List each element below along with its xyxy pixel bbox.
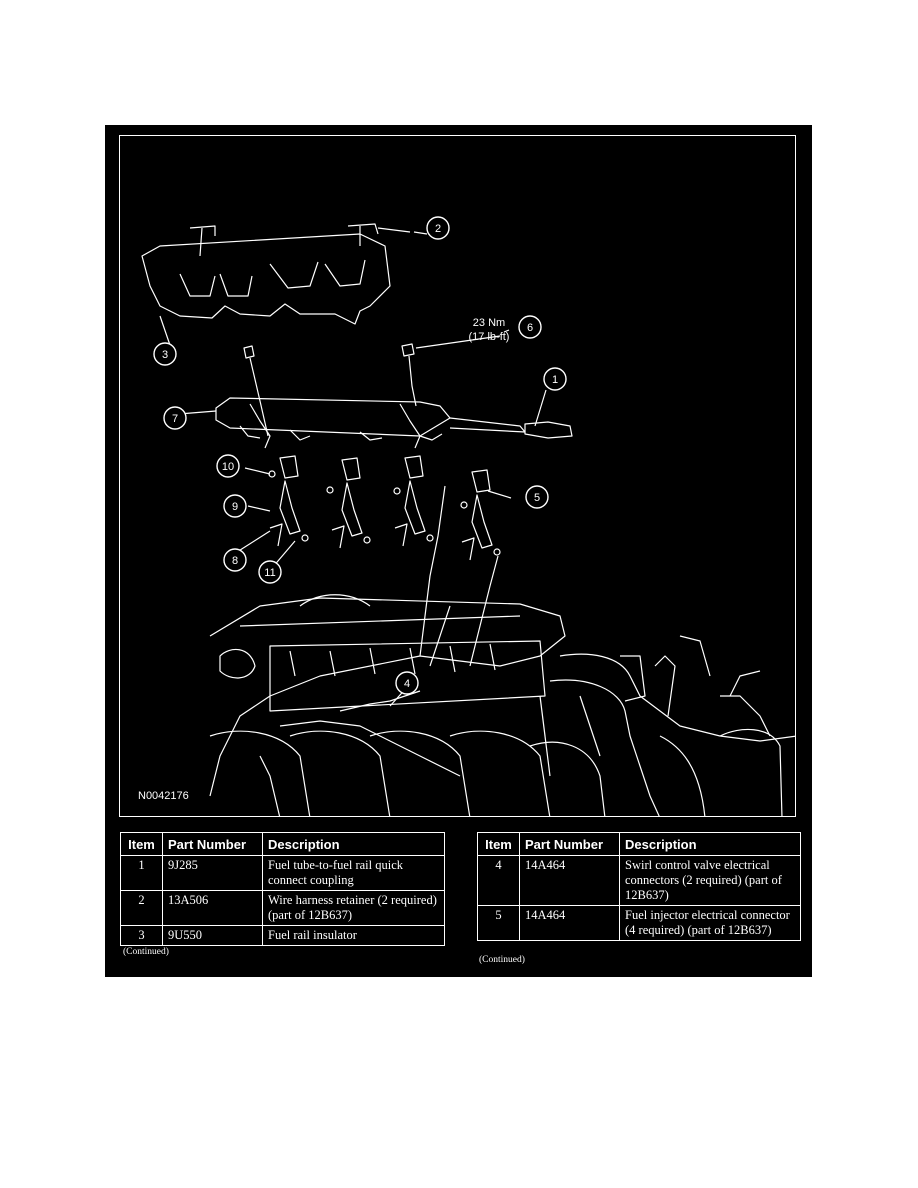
item-cell: 3: [120, 925, 163, 946]
item-cell: 4: [477, 855, 520, 906]
description-cell: Wire harness retainer (2 required) (part…: [262, 890, 445, 926]
callout-10: 10: [216, 454, 240, 478]
column-header-item: Item: [477, 832, 520, 856]
continued-note-right: (Continued): [479, 955, 525, 965]
column-header-part-number: Part Number: [162, 832, 263, 856]
svg-text:10: 10: [222, 461, 234, 473]
item-cell: 1: [120, 855, 163, 891]
part-number-cell: 9U550: [162, 925, 263, 946]
description-cell: Swirl control valve electrical connector…: [619, 855, 801, 906]
part-number-cell: 14A464: [519, 855, 620, 906]
item-cell: 2: [120, 890, 163, 926]
description-cell: Fuel injector electrical connector (4 re…: [619, 905, 801, 941]
description-cell: Fuel rail insulator: [262, 925, 445, 946]
table-header-row: Item Part Number Description: [120, 832, 445, 856]
exploded-view-illustration: 1 2 3 4 5 6 7 8 9 10 11 23 Nm (17 lb-ft)…: [119, 135, 796, 817]
torque-label-lbft: (17 lb-ft): [469, 331, 510, 343]
table-row: 5 14A464 Fuel injector electrical connec…: [477, 905, 801, 941]
table-row: 3 9U550 Fuel rail insulator: [120, 925, 445, 946]
callout-5: 5: [525, 485, 549, 509]
svg-text:7: 7: [172, 413, 178, 425]
callout-1: 1: [543, 367, 567, 391]
part-number-cell: 13A506: [162, 890, 263, 926]
svg-text:3: 3: [162, 349, 168, 361]
callout-3: 3: [153, 342, 177, 366]
figure-panel: 1 2 3 4 5 6 7 8 9 10 11 23 Nm (17 lb-ft)…: [105, 125, 812, 977]
item-cell: 5: [477, 905, 520, 941]
svg-text:11: 11: [264, 567, 275, 579]
callout-4: 4: [395, 671, 419, 695]
continued-note-left: (Continued): [123, 947, 169, 957]
table-header-row: Item Part Number Description: [477, 832, 801, 856]
callout-2: 2: [426, 216, 450, 240]
column-header-description: Description: [619, 832, 801, 856]
parts-table-left: Item Part Number Description 1 9J285 Fue…: [120, 832, 445, 946]
parts-table-right: Item Part Number Description 4 14A464 Sw…: [477, 832, 801, 941]
callout-9: 9: [223, 494, 247, 518]
part-number-cell: 9J285: [162, 855, 263, 891]
svg-text:2: 2: [435, 223, 441, 235]
table-row: 1 9J285 Fuel tube-to-fuel rail quick con…: [120, 855, 445, 891]
callout-7: 7: [163, 406, 187, 430]
description-cell: Fuel tube-to-fuel rail quick connect cou…: [262, 855, 445, 891]
table-row: 2 13A506 Wire harness retainer (2 requir…: [120, 890, 445, 926]
svg-text:6: 6: [527, 322, 533, 334]
callout-6: 6: [518, 315, 542, 339]
svg-text:1: 1: [552, 374, 558, 386]
table-row: 4 14A464 Swirl control valve electrical …: [477, 855, 801, 906]
column-header-part-number: Part Number: [519, 832, 620, 856]
figure-id: N0042176: [138, 790, 189, 802]
callout-8: 8: [223, 548, 247, 572]
svg-text:4: 4: [404, 678, 410, 690]
svg-text:9: 9: [232, 501, 238, 513]
engine-line-art: 1 2 3 4 5 6 7 8 9 10 11 23 Nm (17 lb-ft): [141, 216, 795, 816]
column-header-description: Description: [262, 832, 445, 856]
callout-11: 11: [258, 560, 282, 584]
svg-text:5: 5: [534, 492, 540, 504]
svg-text:8: 8: [232, 555, 238, 567]
column-header-item: Item: [120, 832, 163, 856]
torque-label-nm: 23 Nm: [473, 317, 505, 329]
part-number-cell: 14A464: [519, 905, 620, 941]
